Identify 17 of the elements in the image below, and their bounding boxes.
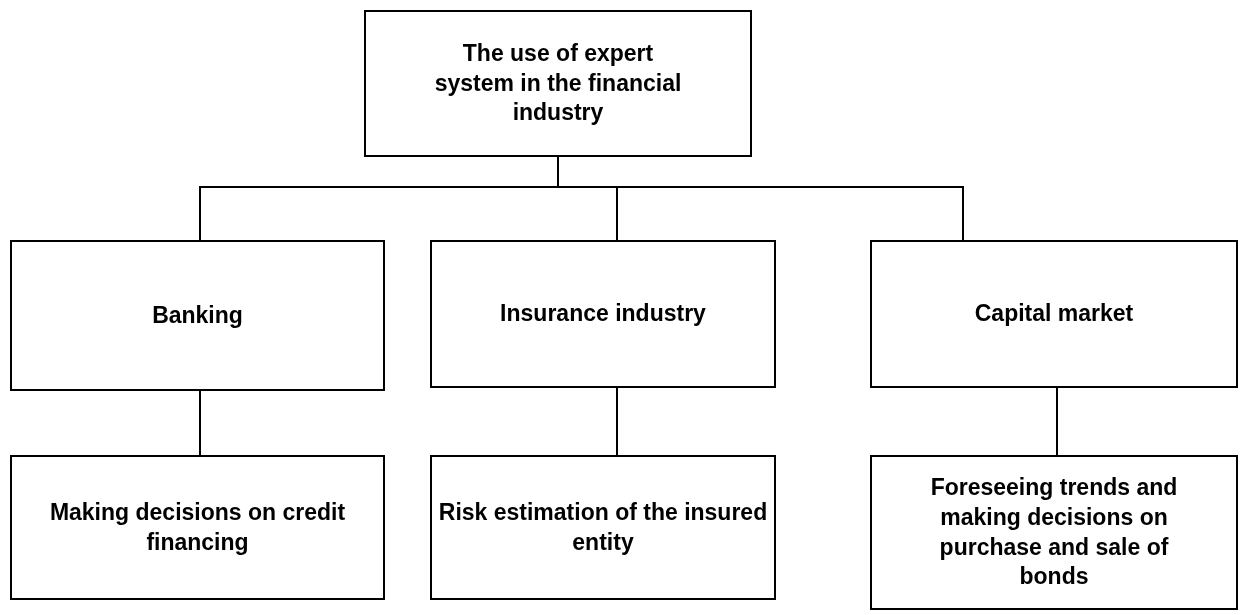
box-label: Risk estimation of the insured entity	[438, 497, 768, 557]
process-box	[430, 240, 776, 388]
connector-line	[199, 390, 201, 456]
process-box	[10, 240, 385, 391]
connector-line	[1056, 387, 1058, 456]
process-box	[10, 455, 385, 600]
box-label: The use of expert system in the financial industry	[433, 38, 683, 128]
process-box	[364, 10, 752, 157]
box-label: Banking	[152, 300, 243, 330]
box-label: Insurance industry	[500, 299, 706, 329]
process-box	[870, 455, 1238, 610]
process-box	[430, 455, 776, 600]
box-label: Foreseeing trends and making decisions on purchase and sale of bonds	[929, 472, 1179, 592]
box-label: Capital market	[974, 299, 1134, 329]
box-label: Making decisions on credit financing	[48, 497, 347, 557]
process-box	[870, 240, 1238, 388]
connector-line	[616, 387, 618, 456]
